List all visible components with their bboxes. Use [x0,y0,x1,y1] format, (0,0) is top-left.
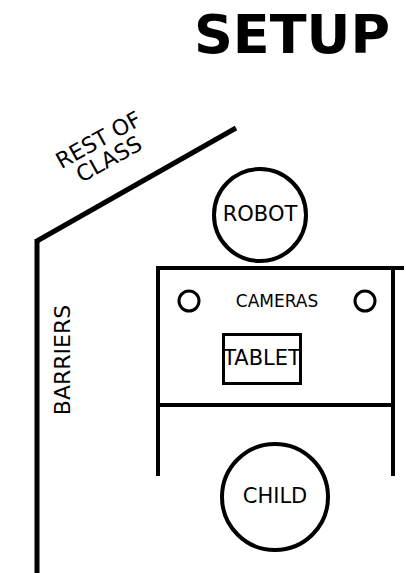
robot-circle: ROBOT [212,167,308,263]
table-leg [156,266,160,476]
node-text: CHILD [243,485,308,508]
table-edge [156,266,404,270]
barrier-label: BARRIERS [52,260,74,460]
camera-symbol [179,291,199,311]
camera-label: CAMERAS [202,293,352,310]
tablet-box: TABLET [222,333,302,385]
table-leg [391,266,395,476]
table-edge [156,403,395,407]
child-circle: CHILD [220,442,330,552]
node-text: ROBOT [223,203,298,226]
diagram-title: SETUP [180,8,404,62]
barrier-line [35,239,40,573]
node-text: TABLET [223,347,301,370]
camera-symbol [355,291,375,311]
